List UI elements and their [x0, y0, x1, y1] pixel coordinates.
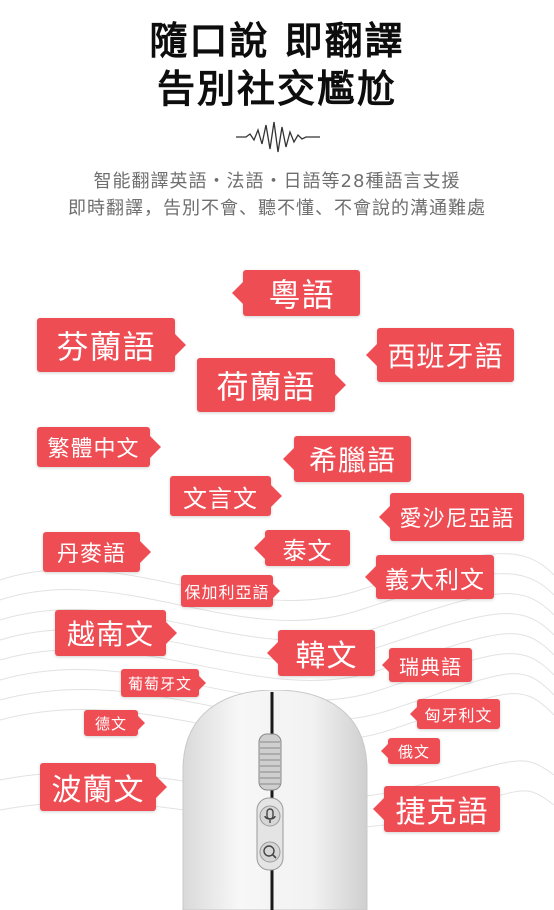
- tag-thai: 泰文: [265, 530, 350, 566]
- tag-italian: 義大利文: [376, 555, 494, 599]
- search-icon[interactable]: [260, 842, 280, 862]
- tag-swedish: 瑞典語: [389, 648, 472, 682]
- wireless-mouse-image: [182, 690, 368, 910]
- tag-portuguese: 葡萄牙文: [121, 669, 199, 697]
- tag-german: 德文: [84, 710, 138, 736]
- microphone-icon[interactable]: [260, 806, 280, 826]
- tag-cantonese: 粵語: [243, 270, 360, 316]
- tag-dutch: 荷蘭語: [197, 358, 335, 412]
- tag-spanish: 西班牙語: [377, 328, 514, 382]
- tag-russian: 俄文: [388, 738, 440, 764]
- tag-korean: 韓文: [278, 630, 375, 676]
- headline-line-2: 告別社交尷尬: [156, 67, 397, 111]
- tag-bulgarian: 保加利亞語: [181, 575, 273, 607]
- tag-czech: 捷克語: [384, 786, 500, 832]
- tag-polish: 波蘭文: [40, 763, 156, 811]
- sound-wave-icon: [236, 121, 320, 153]
- tag-vietnamese: 越南文: [55, 610, 166, 656]
- headline-line-1: 隨口說 即翻譯: [149, 19, 405, 63]
- subtitle-line-2: 即時翻譯，告別不會、聽不懂、不會說的溝通難處: [68, 198, 486, 219]
- tag-traditional-chinese: 繁體中文: [37, 427, 150, 467]
- tag-finnish: 芬蘭語: [37, 318, 175, 372]
- tag-classical-chinese: 文言文: [170, 476, 271, 516]
- subtitle-line-1: 智能翻譯英語・法語・日語等28種語言支援: [93, 171, 461, 192]
- promo-page: { "headline": { "line1": "隨口說 即翻譯", "lin…: [0, 0, 554, 885]
- tag-danish: 丹麥語: [43, 532, 140, 572]
- tag-greek: 希臘語: [294, 436, 411, 482]
- tag-hungarian: 匈牙利文: [417, 699, 500, 729]
- tag-estonian: 愛沙尼亞語: [390, 493, 524, 541]
